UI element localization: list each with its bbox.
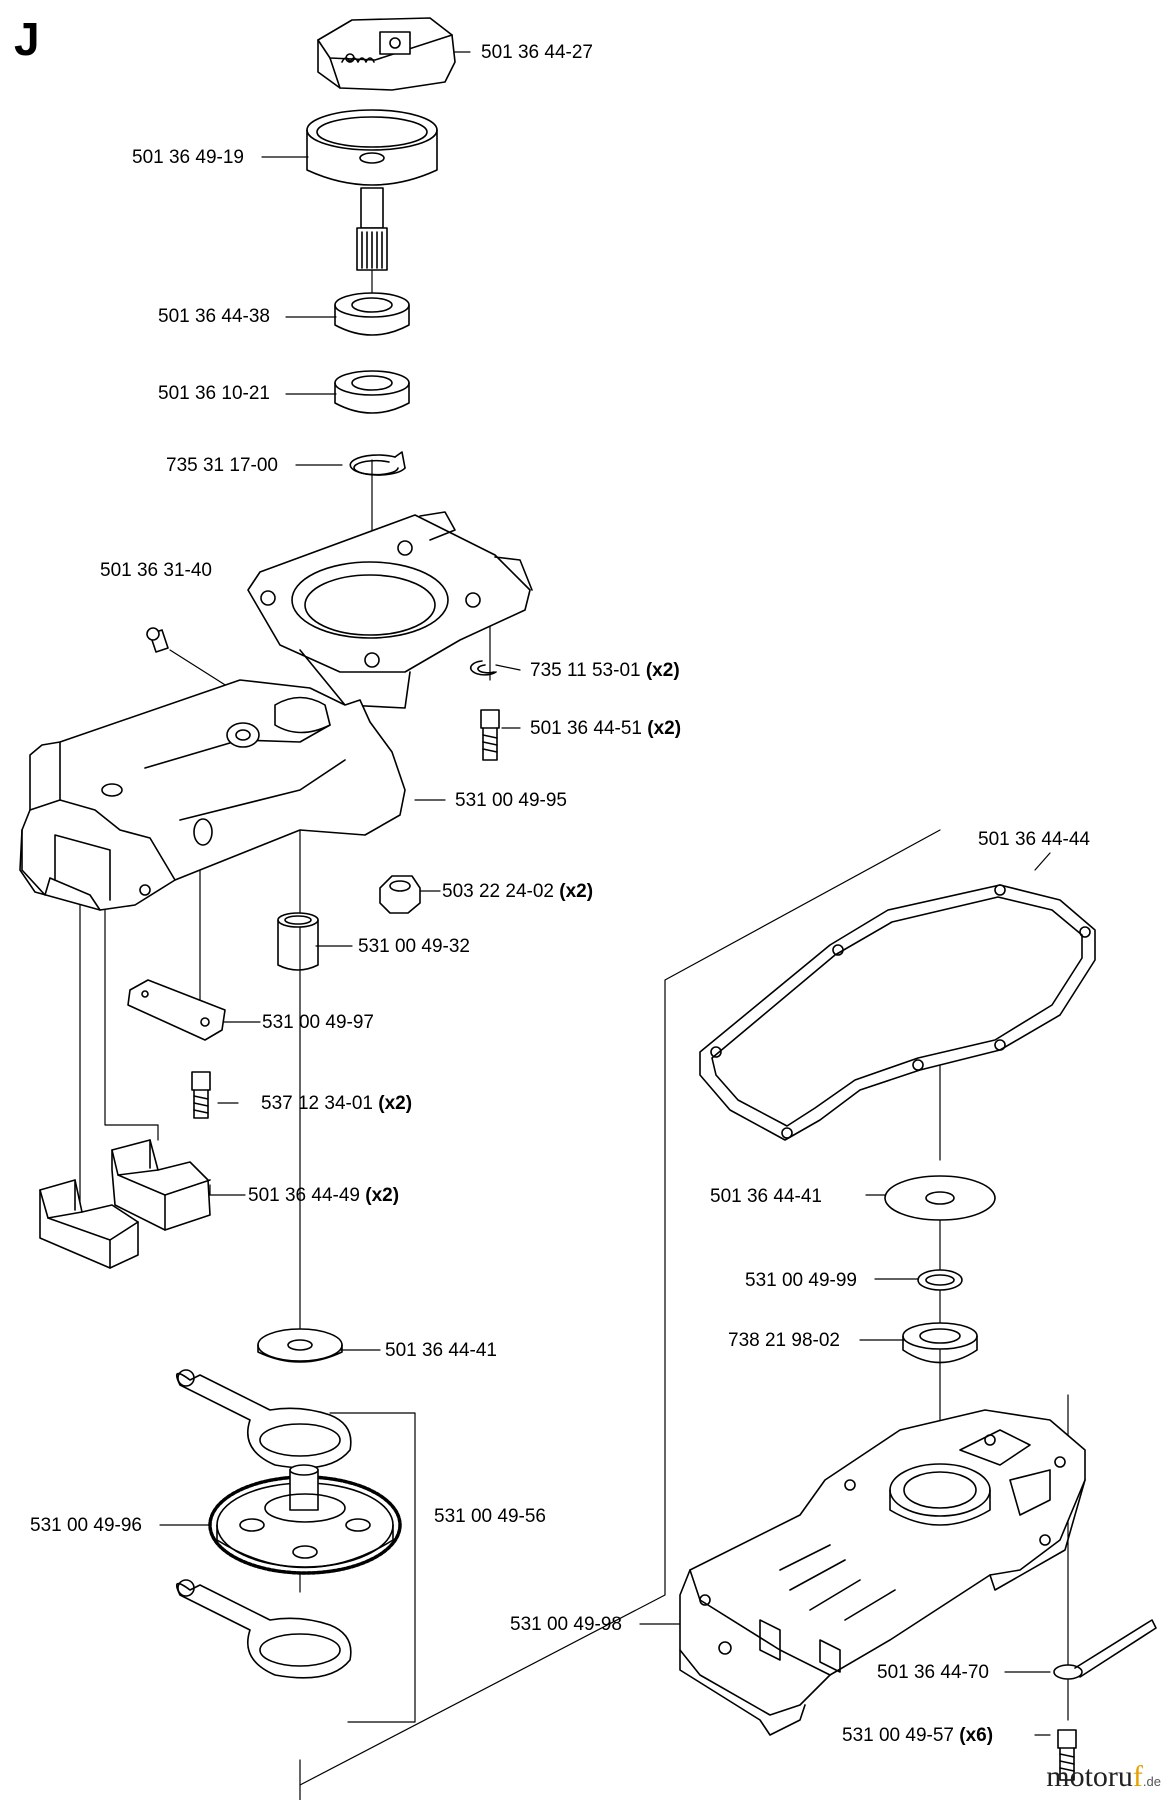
grease-nipple-part (147, 628, 168, 652)
part-label: 501 36 44-44 (978, 829, 1090, 850)
o-ring-part (918, 1270, 962, 1290)
part-label: 501 36 44-51 (x2) (530, 718, 682, 739)
washer-right-part (885, 1176, 995, 1220)
bearing-lower-part (335, 371, 409, 413)
watermark: motoruf.de (1046, 1760, 1161, 1793)
part-label: 501 36 44-49 (x2) (248, 1185, 400, 1206)
part-label: 531 00 49-32 (358, 936, 470, 957)
part-label: 531 00 49-98 (510, 1614, 622, 1635)
gear-part (210, 1465, 400, 1573)
washer-lower-left-part (258, 1329, 342, 1362)
plate-part (128, 980, 225, 1040)
part-label: 501 36 44-38 (158, 306, 270, 327)
part-label: 735 11 53-01 (x2) (530, 660, 680, 681)
bolt-upper-part (481, 710, 499, 760)
hex-nut-part (380, 876, 420, 913)
circlip-part (350, 452, 405, 475)
clamp-block-1-part (112, 1140, 210, 1230)
part-label: 531 00 49-97 (262, 1012, 374, 1033)
part-label: 503 22 24-02 (x2) (442, 881, 594, 902)
part-label: 501 36 44-27 (481, 42, 593, 63)
part-label: 501 36 44-41 (385, 1340, 497, 1361)
part-label: 501 36 10-21 (158, 383, 270, 404)
part-label: 537 12 34-01 (x2) (261, 1093, 413, 1114)
part-label: 531 00 49-99 (745, 1270, 857, 1291)
needle-bearing-part (278, 913, 318, 970)
part-label: 531 00 49-95 (455, 790, 567, 811)
gearbox-cover-part (680, 1410, 1085, 1735)
part-label: 738 21 98-02 (728, 1330, 840, 1351)
screw-part (192, 1072, 210, 1118)
part-label: 735 31 17-00 (166, 455, 278, 476)
section-letter: J (14, 13, 40, 65)
part-label: 501 36 44-70 (877, 1662, 989, 1683)
gasket-part (700, 885, 1095, 1140)
clamp-block-2-part (40, 1180, 138, 1268)
cam-arm-lower-part (177, 1580, 351, 1678)
spring-washer-part (471, 661, 496, 675)
part-label: 531 00 49-57 (x6) (842, 1725, 994, 1746)
bearing-right-part (903, 1323, 977, 1363)
clamp-guide-lines (80, 880, 158, 1225)
cam-arm-upper-part (177, 1370, 351, 1468)
part-label: 501 36 44-41 (710, 1186, 822, 1207)
part-label: 501 36 49-19 (132, 147, 244, 168)
part-label: 531 00 49-96 (30, 1515, 142, 1536)
clutch-drum-part (307, 110, 437, 270)
gearbox-housing-part (20, 512, 532, 910)
part-label: 531 00 49-56 (434, 1506, 546, 1527)
screw-lower-right-part (1058, 1730, 1076, 1780)
clutch-part (318, 18, 455, 90)
part-label: 501 36 31-40 (100, 560, 212, 581)
pin-part (1054, 1620, 1156, 1679)
bearing-upper-part (335, 293, 409, 335)
